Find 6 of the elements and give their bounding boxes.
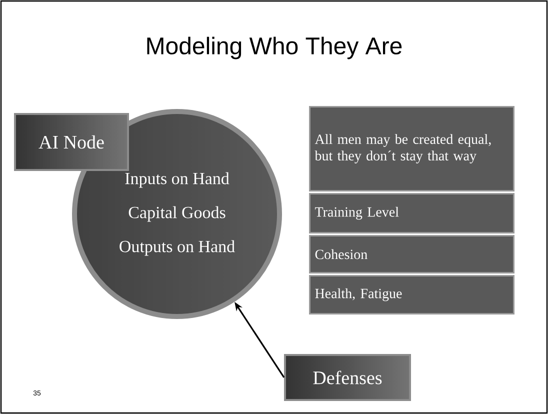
list-box: Training Level bbox=[309, 193, 514, 234]
list-box: Health, Fatigue bbox=[309, 275, 514, 314]
list-box: Cohesion bbox=[309, 235, 514, 274]
slide-title: Modeling Who They Are bbox=[147, 36, 402, 60]
label-box: Defenses bbox=[284, 354, 411, 401]
label-box: AI Node bbox=[14, 113, 129, 171]
